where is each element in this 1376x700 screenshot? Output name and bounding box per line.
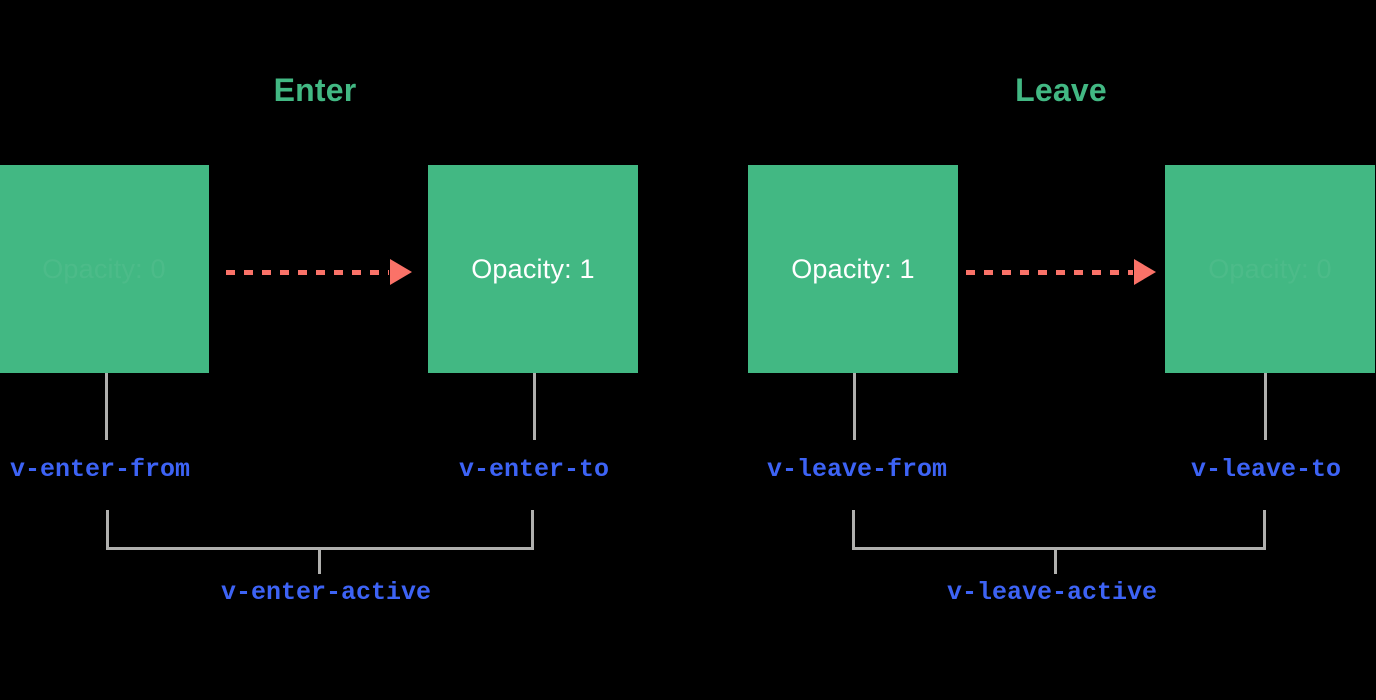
arrow-head-leave xyxy=(1134,259,1156,285)
state-box-label-leave-to: Opacity: 0 xyxy=(1208,253,1332,284)
connector-stem-leave-from xyxy=(853,373,856,440)
transition-arrow-enter xyxy=(226,259,412,285)
class-label-v-enter-active: v-enter-active xyxy=(220,578,432,607)
active-bracket-enter xyxy=(106,510,534,550)
state-box-label-leave-from: Opacity: 1 xyxy=(791,253,915,284)
connector-stem-enter-to xyxy=(533,373,536,440)
state-box-leave-from: Opacity: 1 xyxy=(748,165,958,373)
class-label-v-enter-from: v-enter-from xyxy=(10,455,191,484)
arrow-dashed-line-enter xyxy=(226,269,389,275)
arrow-dashed-line-leave xyxy=(966,269,1133,275)
connector-stem-enter-from xyxy=(105,373,108,440)
connector-stem-leave-to xyxy=(1264,373,1267,440)
class-label-v-leave-active: v-leave-active xyxy=(946,578,1158,607)
class-label-v-leave-to: v-leave-to xyxy=(1190,455,1342,484)
class-label-v-leave-from: v-leave-from xyxy=(766,455,948,484)
active-bracket-leave xyxy=(852,510,1266,550)
state-box-label-enter-to: Opacity: 1 xyxy=(471,253,595,284)
active-bracket-stem-leave xyxy=(1054,548,1057,574)
state-box-enter-from: Opacity: 0 xyxy=(0,165,209,373)
state-box-enter-to: Opacity: 1 xyxy=(428,165,638,373)
section-title-enter: Enter xyxy=(273,72,357,108)
arrow-head-enter xyxy=(390,259,412,285)
section-title-leave: Leave xyxy=(1015,72,1107,108)
class-label-v-enter-to: v-enter-to xyxy=(458,455,610,484)
transition-arrow-leave xyxy=(966,259,1156,285)
state-box-leave-to: Opacity: 0 xyxy=(1165,165,1375,373)
state-box-label-enter-from: Opacity: 0 xyxy=(42,253,166,284)
active-bracket-stem-enter xyxy=(318,548,321,574)
